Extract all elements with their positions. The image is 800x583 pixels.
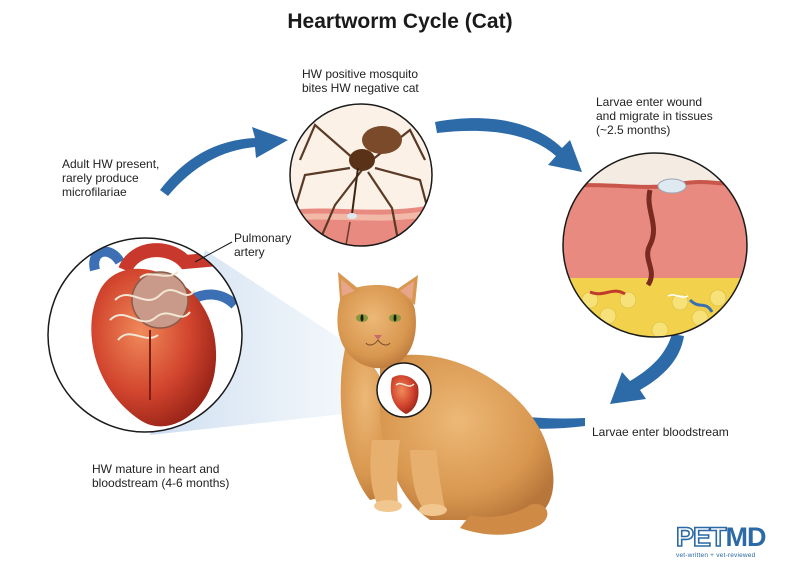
label-pulmonary-artery: Pulmonary artery [234,231,292,259]
heart-inset [47,237,243,433]
skin-tissue-inset [562,152,748,338]
petmd-logo: PETMD vet-written + vet-reviewed [675,522,796,580]
cat-heart-inset [376,362,432,418]
logo-tagline: vet-written + vet-reviewed [676,552,756,559]
cat-illustration [337,272,554,535]
arrow-adult-to-mosquito [160,127,288,196]
logo-pet: PET [675,522,727,552]
label-adult-hw: Adult HW present, rarely produce microfi… [62,157,160,199]
arrow-bloodstream-to-heart [438,396,585,429]
mosquito-inset [289,103,433,247]
label-mosquito-bite: HW positive mosquito bites HW negative c… [302,67,419,95]
arrow-skin-to-bloodstream [610,334,684,404]
arrow-mosquito-to-skin [435,118,582,172]
logo-md: MD [725,522,767,552]
label-larvae-bloodstream: Larvae enter bloodstream [592,425,729,439]
label-larvae-enter-wound: Larvae enter wound and migrate in tissue… [596,95,713,137]
diagram-title: Heartworm Cycle (Cat) [287,10,513,33]
label-hw-mature: HW mature in heart and bloodstream (4-6 … [92,462,230,490]
